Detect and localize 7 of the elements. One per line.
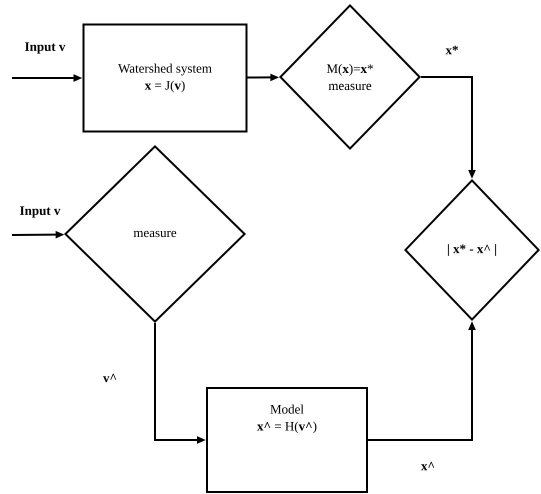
process-box: Model x^ = H(v^) <box>206 387 368 493</box>
edge-label: x^ <box>421 462 434 470</box>
edge-label: Input v <box>25 42 66 54</box>
edge-label: v^ <box>102 374 116 382</box>
edge-label: Input v <box>20 206 60 218</box>
process-box: Watershed system x = J(v) <box>82 24 248 132</box>
edge-label: x* <box>446 46 458 54</box>
